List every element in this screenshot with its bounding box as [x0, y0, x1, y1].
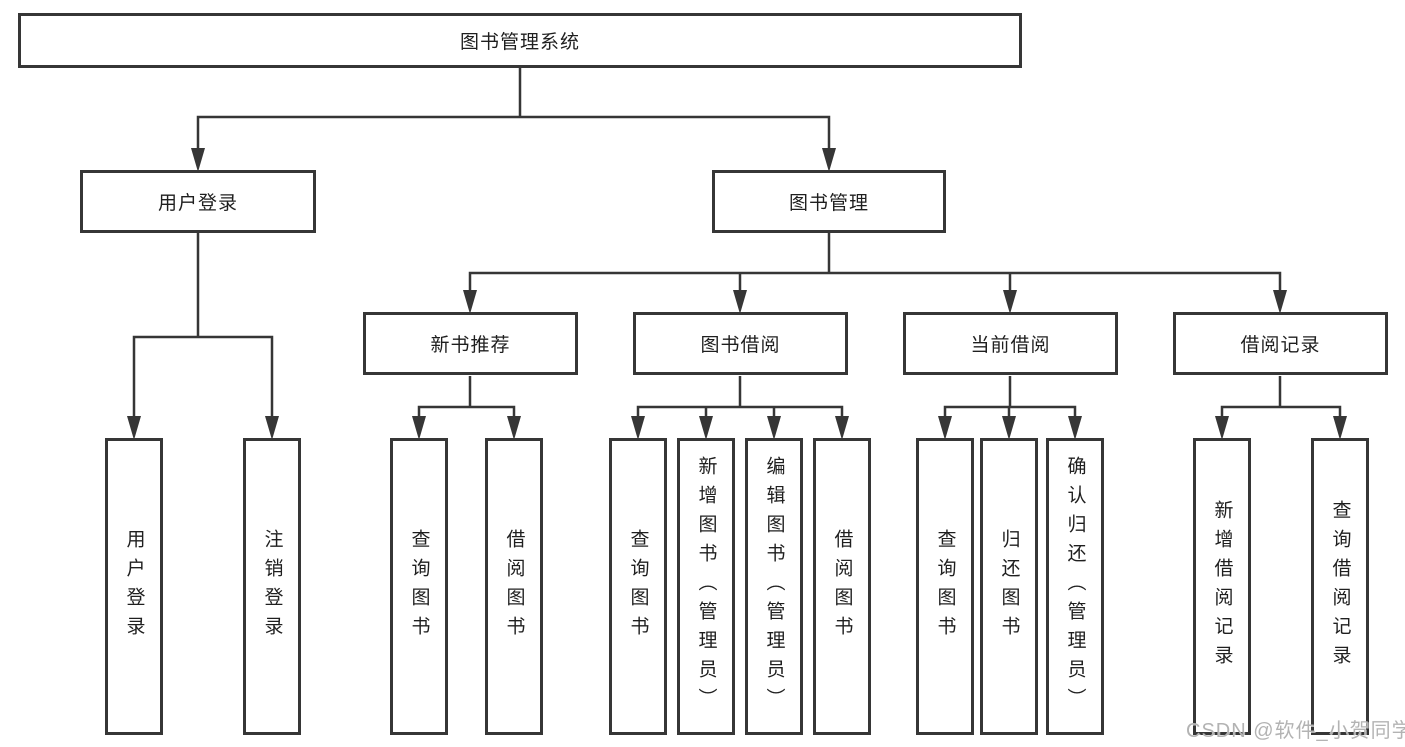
leaf-query-books-borrow: 查询图书 — [609, 438, 667, 735]
node-book-borrow-label: 图书借阅 — [700, 335, 781, 356]
arrow-icon — [1003, 290, 1017, 314]
node-root-label: 图书管理系统 — [459, 32, 580, 53]
leaf-return-books: 归还图书 — [980, 438, 1038, 735]
leaf-query-borrow-record: 查询借阅记录 — [1311, 438, 1369, 735]
node-book-management: 图书管理 — [712, 170, 946, 233]
leaf-borrow-books-recommend: 借阅图书 — [485, 438, 543, 735]
leaf-edit-books-admin: 编辑图书（管理员） — [745, 438, 803, 735]
arrow-icon — [1273, 290, 1287, 314]
node-root: 图书管理系统 — [18, 13, 1022, 68]
node-book-management-label: 图书管理 — [788, 193, 869, 214]
arrow-icon — [412, 416, 426, 440]
leaf-user-login-label: 用户登录 — [123, 528, 145, 645]
csdn-watermark: CSDN @软件_小贺同学 — [1186, 720, 1405, 742]
arrow-icon — [938, 416, 952, 440]
leaf-logout: 注销登录 — [243, 438, 301, 735]
arrow-icon — [1068, 416, 1082, 440]
leaf-query-books-borrow-label: 查询图书 — [627, 528, 649, 645]
leaf-query-books-current: 查询图书 — [916, 438, 974, 735]
leaf-add-borrow-record-label: 新增借阅记录 — [1211, 499, 1233, 674]
leaf-borrow-books-borrow: 借阅图书 — [813, 438, 871, 735]
leaf-add-borrow-record: 新增借阅记录 — [1193, 438, 1251, 735]
leaf-add-books-admin: 新增图书（管理员） — [677, 438, 735, 735]
leaf-borrow-books-recommend-label: 借阅图书 — [503, 528, 525, 645]
leaf-query-books-current-label: 查询图书 — [934, 528, 956, 645]
leaf-borrow-books-borrow-label: 借阅图书 — [831, 528, 853, 645]
leaf-logout-label: 注销登录 — [261, 528, 283, 645]
leaf-user-login: 用户登录 — [105, 438, 163, 735]
arrow-icon — [699, 416, 713, 440]
node-user-login-label: 用户登录 — [157, 193, 238, 214]
leaf-confirm-return-admin-label: 确认归还（管理员） — [1064, 456, 1086, 717]
connector-borrow-records-to-leaves — [1220, 376, 1342, 418]
leaf-query-books-recommend-label: 查询图书 — [408, 528, 430, 645]
arrow-icon — [835, 416, 849, 440]
arrow-icon — [265, 416, 279, 440]
connector-book-borrow-to-leaves — [636, 376, 844, 418]
arrow-icon — [733, 290, 747, 314]
node-new-book-recommend: 新书推荐 — [363, 312, 578, 375]
leaf-query-borrow-record-label: 查询借阅记录 — [1329, 499, 1351, 674]
leaf-return-books-label: 归还图书 — [998, 528, 1020, 645]
node-current-borrow-label: 当前借阅 — [970, 335, 1051, 356]
leaf-confirm-return-admin: 确认归还（管理员） — [1046, 438, 1104, 735]
arrow-icon — [822, 148, 836, 172]
arrow-icon — [1215, 416, 1229, 440]
node-current-borrow: 当前借阅 — [903, 312, 1118, 375]
connector-current-borrow-to-leaves — [943, 376, 1077, 418]
arrow-icon — [767, 416, 781, 440]
connector-user-login-to-leaves — [132, 233, 274, 418]
leaf-add-books-admin-label: 新增图书（管理员） — [695, 456, 717, 717]
arrow-icon — [191, 148, 205, 172]
connector-root-to-level2 — [196, 68, 831, 150]
arrow-icon — [463, 290, 477, 314]
node-user-login: 用户登录 — [80, 170, 316, 233]
node-borrow-records-label: 借阅记录 — [1240, 335, 1321, 356]
node-book-borrow: 图书借阅 — [633, 312, 848, 375]
leaf-edit-books-admin-label: 编辑图书（管理员） — [763, 456, 785, 717]
arrow-icon — [631, 416, 645, 440]
arrow-icon — [1333, 416, 1347, 440]
node-borrow-records: 借阅记录 — [1173, 312, 1388, 375]
connector-book-management-to-level3 — [468, 233, 1282, 292]
arrow-icon — [1002, 416, 1016, 440]
leaf-query-books-recommend: 查询图书 — [390, 438, 448, 735]
arrowheads — [127, 148, 1347, 440]
node-new-book-recommend-label: 新书推荐 — [430, 335, 511, 356]
connector-new-book-to-leaves — [417, 376, 516, 418]
arrow-icon — [127, 416, 141, 440]
arrow-icon — [507, 416, 521, 440]
